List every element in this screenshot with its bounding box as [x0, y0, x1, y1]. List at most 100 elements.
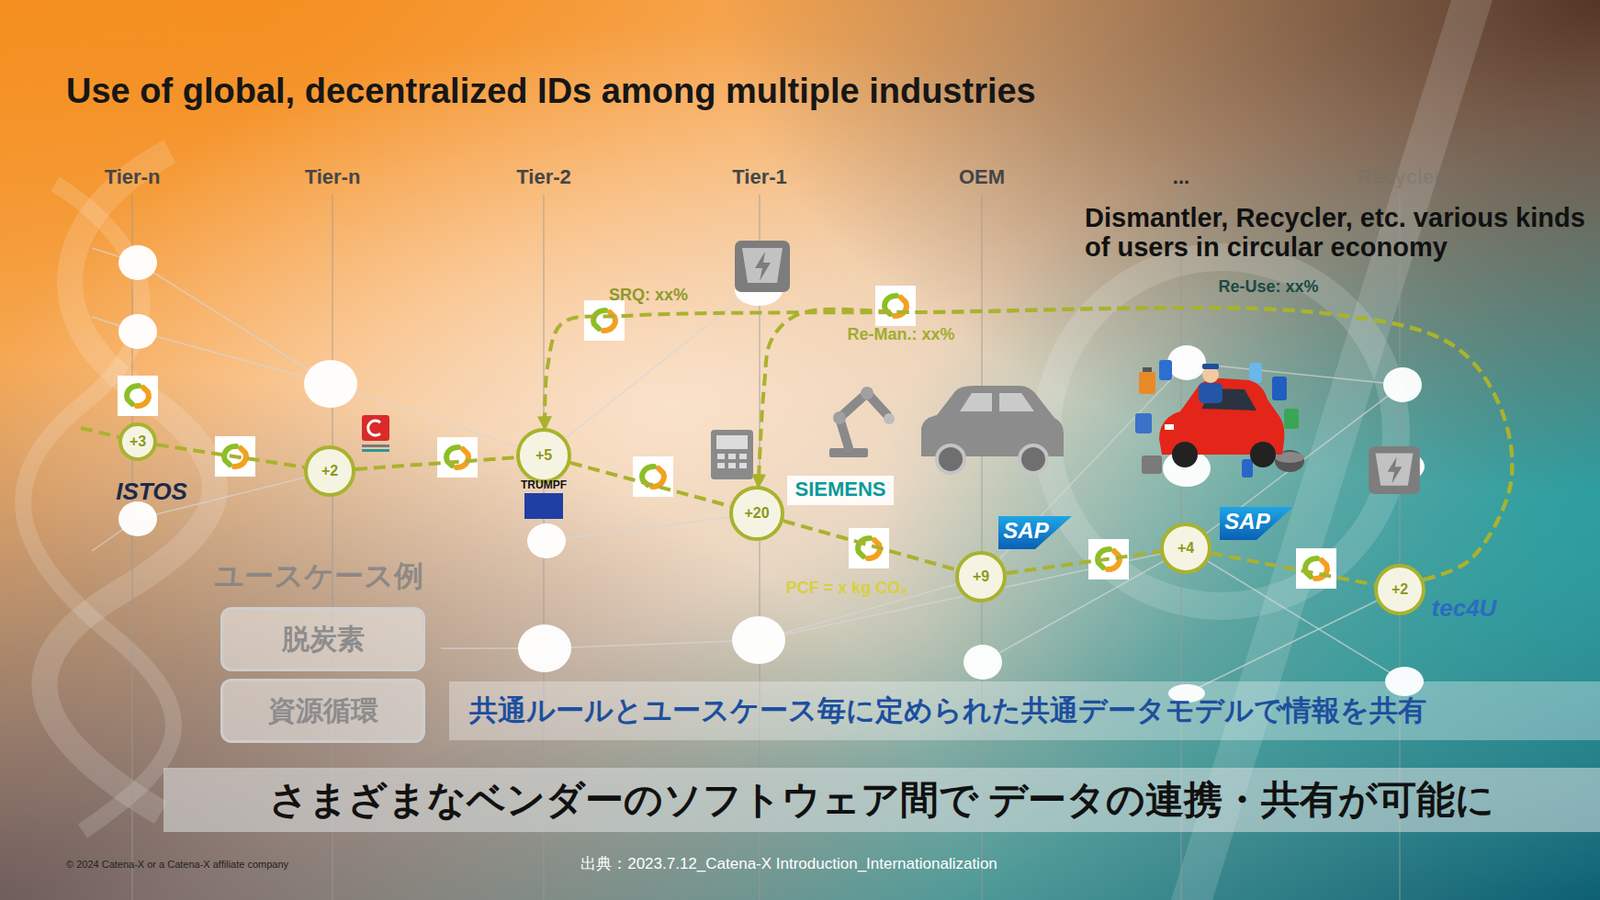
meter-icon: [710, 429, 754, 480]
dismantling-illustration: [1284, 408, 1299, 429]
circular-note: Dismantler, Recycler, etc. various kinds…: [1084, 203, 1600, 263]
source-note: 出典：2023.7.12_Catena-X Introduction_Inter…: [580, 856, 998, 874]
meter-icon: [728, 462, 736, 469]
message-band: さまざまなベンダーのソフトウェア間で データの連携・共有が可能に: [163, 767, 1600, 833]
robot-arm: [839, 393, 888, 449]
data-chain-link: [355, 457, 517, 470]
chain-stub: [80, 428, 120, 438]
decor-swirl: [44, 151, 215, 813]
meter-icon: [716, 435, 748, 450]
network-line: [1186, 589, 1400, 694]
id-count-circle: +2: [1374, 563, 1426, 616]
dismantling-illustration: [1202, 363, 1219, 370]
tier-header: Tier-1: [732, 166, 788, 189]
car-icon: [921, 385, 1064, 474]
car-icon: [959, 393, 992, 412]
data-point: [518, 624, 572, 673]
section-heading: ユースケース例: [214, 560, 424, 593]
data-point: [963, 644, 1003, 680]
flow-metric-label: PCF = x kg CO₂: [786, 579, 909, 598]
data-point: [118, 314, 158, 350]
vendor-logo: SAP: [1002, 518, 1048, 543]
car-icon: [999, 393, 1035, 412]
network-line: [544, 640, 759, 649]
network-line: [982, 362, 1187, 577]
catena-x-badge: [584, 300, 625, 341]
data-point: [732, 616, 786, 665]
vendor-logo-shape: [361, 444, 390, 448]
node-text: +20: [743, 505, 769, 522]
network-line: [546, 513, 759, 541]
node-text: +5: [535, 447, 553, 464]
circular-flow-arrow: [758, 307, 1513, 580]
network-line: [1186, 548, 1405, 682]
node-text: さまざまなベンダーのソフトウェア間で データの連携・共有が可能に: [269, 774, 1496, 826]
vendor-logo-shape: [1219, 507, 1294, 541]
tier-header: Tier-n: [104, 166, 161, 189]
circle-outline: [957, 552, 1005, 601]
dismantling-illustration: [1272, 376, 1287, 401]
node-text: +9: [972, 568, 990, 586]
node-text: +4: [1177, 540, 1195, 557]
catena-x-badge: [875, 285, 916, 327]
dismantling-illustration: [1141, 455, 1162, 474]
use-case-box: 資源循環: [220, 678, 426, 744]
charger-icon: [734, 240, 1420, 495]
data-chain-link: [157, 444, 305, 468]
circle-outline: [731, 487, 783, 540]
network-line: [137, 262, 331, 384]
vendor-logo: TRUMPF: [520, 479, 567, 492]
meter-icon: [717, 453, 725, 460]
vendor-logo: ISTOS: [115, 478, 188, 506]
dismantling-illustration: [1142, 367, 1152, 372]
dismantling-illustration: [1164, 424, 1174, 430]
robot-arm: [883, 413, 895, 425]
message-band: 共通ルールとユースケース毎に定められた共通データモデルで情報を共有: [449, 681, 1600, 741]
vendor-logo: SAP: [1224, 509, 1270, 534]
tier-header: ...: [1172, 166, 1190, 189]
meter-icon: [717, 462, 725, 469]
id-count-circle: +4: [1160, 522, 1212, 575]
use-case-box: 脱炭素: [220, 607, 426, 672]
circle-outline: [1161, 524, 1210, 573]
catena-x-badge: [117, 375, 158, 417]
vendor-logo: SIEMENS: [794, 478, 886, 501]
dismantling-illustration: [1159, 360, 1172, 381]
catena-x-badge: [117, 285, 1337, 589]
id-count-circle: +5: [516, 428, 572, 484]
flow-metric-label: Re-Man.: xx%: [846, 326, 955, 345]
charger-icon: [1368, 446, 1420, 495]
network-line: [758, 576, 983, 641]
network-line: [982, 548, 1187, 663]
meter-icon: [728, 453, 736, 460]
dismantling-illustration: [1135, 413, 1152, 434]
data-point: [304, 360, 358, 408]
dismantling-illustration: [1138, 371, 1156, 395]
dismantling-illustration: [1250, 441, 1276, 468]
tier-header: Recycler: [1357, 166, 1443, 189]
id-count-circle: +2: [304, 445, 356, 497]
tier-header: Tier-n: [304, 166, 361, 189]
dismantling-illustration: [1198, 383, 1223, 404]
network-line: [137, 331, 331, 384]
vendor-logo-shape: [787, 475, 894, 506]
data-point: [527, 523, 566, 559]
dismantling-illustration: [1171, 441, 1198, 468]
node-text: +2: [1391, 581, 1409, 598]
node-text: 脱炭素: [281, 620, 365, 659]
data-point: [1167, 345, 1206, 381]
meter-icon: [739, 462, 747, 469]
meter-icon: [739, 453, 747, 460]
catena-x-badge: [1295, 548, 1337, 589]
circle-outline: [305, 447, 354, 496]
